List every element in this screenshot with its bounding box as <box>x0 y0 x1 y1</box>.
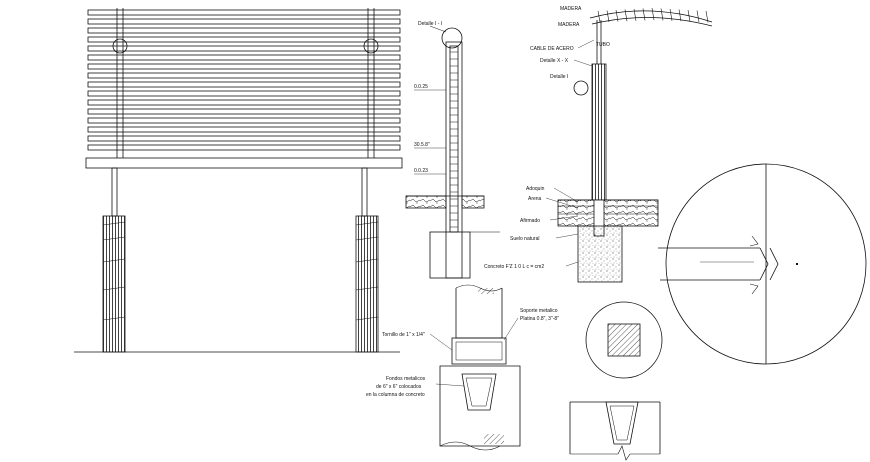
suelo-label: Suelo natural <box>510 236 539 242</box>
concreto-label: Concreto F'Z 1 0 L c = cm2 <box>484 264 544 270</box>
backrest-slat <box>87 144 401 151</box>
backrest-section-post <box>445 41 463 279</box>
canopy-rib <box>660 8 664 21</box>
backrest-slat <box>87 108 401 115</box>
backrest-slat <box>87 54 401 61</box>
backrest-slat <box>87 135 401 142</box>
detail-bubble <box>441 27 463 49</box>
side-section: Detalle I - I 0.0.25 30.5.8" 0.0.23 <box>405 21 500 279</box>
backrest-slat <box>87 27 401 34</box>
backrest-slat <box>87 18 401 25</box>
arena-label: Arena <box>528 196 542 202</box>
canopy-rib <box>687 9 691 22</box>
canopy-rib <box>597 10 601 23</box>
leg-column-left <box>102 215 126 353</box>
anchor-bracket <box>461 373 497 411</box>
footing-outline <box>569 401 661 454</box>
ground-layers <box>557 199 659 227</box>
cross-section-circle <box>585 301 663 379</box>
bolt-circle-right <box>363 38 379 54</box>
canopy-rib <box>615 9 619 22</box>
post-cross-section <box>585 301 663 379</box>
backrest-slat <box>87 72 401 79</box>
canopy-rib <box>669 8 673 21</box>
soporte-label-2: Platina 0.8", 3"-8" <box>520 316 559 322</box>
detail-label-top: Detalle I - I <box>418 21 442 27</box>
canopy-rib <box>606 10 610 23</box>
square-post-section <box>607 323 641 357</box>
bench-seat <box>85 157 403 169</box>
backrest-slat <box>87 9 401 16</box>
leg-column-right <box>355 215 379 353</box>
soil-left <box>405 195 447 209</box>
steel-plate-band <box>451 337 507 365</box>
canopy-rib <box>696 10 700 23</box>
anchor-bracket-2 <box>605 401 639 445</box>
backrest-slat <box>87 90 401 97</box>
madera-label-2: MADERA <box>558 22 580 28</box>
detalle-i-label: Detalle I <box>550 74 568 80</box>
footing <box>429 231 471 279</box>
canopy-rib <box>633 8 637 21</box>
shade-post <box>591 63 607 201</box>
bolt-circle-left <box>112 38 128 54</box>
canopy-rib <box>678 9 682 22</box>
backrest-slat <box>87 81 401 88</box>
bench-elevation <box>74 8 403 353</box>
section-slats <box>450 51 458 228</box>
soil-right <box>461 195 485 209</box>
detail-circle <box>658 163 867 365</box>
backrest-slat <box>87 126 401 133</box>
backrest-slat <box>87 117 401 124</box>
madera-label: MADERA <box>560 6 582 12</box>
afirmado-label: Afirmado <box>520 218 540 224</box>
leg-pipe-left <box>111 167 118 217</box>
canopy-rib <box>705 10 709 23</box>
backrest-slat <box>87 36 401 43</box>
tornillo-label: Tornillo de 1" x 1/4" <box>382 332 425 338</box>
upper-post <box>455 288 503 339</box>
inner-post <box>449 45 459 233</box>
cable-label: CABLE DE ACERO <box>530 46 574 52</box>
canopy-ribs <box>597 7 709 23</box>
canopy-rib <box>651 7 655 21</box>
fondos-label-3: en la columna de concreto <box>366 392 425 398</box>
soporte-label-1: Soporte metalico <box>520 308 558 314</box>
anchor-detail-2 <box>569 401 661 461</box>
fondos-label-1: Fondos metalicos <box>386 376 426 382</box>
backrest-slat <box>87 45 401 52</box>
canopy-rib <box>624 9 628 22</box>
dim-label-1: 0.0.25 <box>414 84 428 90</box>
anchor-detail: Tornillo de 1" x 1/4" Soporte metalico P… <box>366 284 559 451</box>
dim-label-2: 30.5.8" <box>414 142 430 148</box>
concrete-footing <box>577 225 623 283</box>
backrest-slat <box>87 63 401 70</box>
tubo-label: TUBO <box>596 42 610 48</box>
concrete-column <box>439 365 521 447</box>
shade-post-section: MADERA MADERA TUBO CABLE DE ACERO Detall… <box>484 6 713 283</box>
detail-bubble-2 <box>573 80 589 96</box>
bench-backrest-slats <box>87 9 401 151</box>
dim-label-3: 0.0.23 <box>414 168 428 174</box>
detalle-x-label: Detalle X - X <box>540 58 569 64</box>
leg-pipe-right <box>361 167 368 217</box>
adoquin-label: Adoquin <box>526 186 545 192</box>
fondos-label-2: de 6" x 6" colocados <box>376 384 422 390</box>
backrest-slat <box>87 99 401 106</box>
canopy-rib <box>642 8 646 21</box>
